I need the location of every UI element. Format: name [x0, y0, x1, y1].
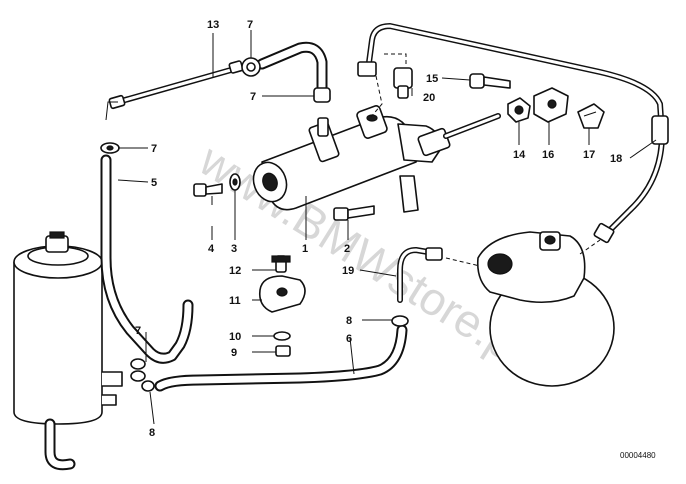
- callout-7b: 7: [250, 91, 256, 103]
- callout-20: 20: [423, 92, 435, 104]
- hose-clamp-top: [241, 57, 261, 77]
- hose-clamp-left: [100, 142, 120, 154]
- callout-12: 12: [229, 265, 241, 277]
- callout-8b: 8: [149, 427, 155, 439]
- callout-18: 18: [610, 153, 622, 165]
- hose-clamp-mid: [313, 87, 331, 103]
- callout-5: 5: [151, 177, 157, 189]
- bleed-valve-part-20: [384, 53, 413, 99]
- callout-8a: 8: [346, 315, 352, 327]
- callout-13: 13: [207, 19, 219, 31]
- clutch-slave-unit: [476, 231, 615, 387]
- callout-17: 17: [583, 149, 595, 161]
- hose-clamp-bottom: [130, 358, 146, 382]
- clutch-master-cylinder: [252, 105, 501, 213]
- hose-part-6: [154, 324, 408, 392]
- nut-part-14: [507, 97, 531, 123]
- callout-7d: 7: [135, 325, 141, 337]
- brake-line-part-13: [105, 60, 244, 121]
- reference-number: 00004480: [620, 451, 656, 460]
- bolt-part-15: [469, 73, 511, 89]
- brake-pipe-part-19: [397, 247, 481, 303]
- connector-part-16: [533, 87, 569, 123]
- leader-lines: [117, 30, 657, 425]
- callout-1: 1: [302, 243, 308, 255]
- callout-2: 2: [344, 243, 350, 255]
- hose-upper: [256, 41, 328, 98]
- callout-11: 11: [229, 295, 241, 307]
- clip-part-17: [577, 103, 605, 129]
- callout-19: 19: [342, 265, 354, 277]
- callout-labels: 13 7 7 7 5 4 3 1 2 12 11 10 9 7 8 8 6 19…: [135, 19, 622, 439]
- callout-7a: 7: [247, 19, 253, 31]
- hose-clamp-8: [141, 315, 409, 392]
- callout-7c: 7: [151, 143, 157, 155]
- callout-9: 9: [231, 347, 237, 359]
- hose-part-5: [100, 154, 194, 364]
- callout-14: 14: [513, 149, 526, 161]
- bolt-part-2: [333, 205, 375, 221]
- brake-pipe-part-18: [357, 23, 669, 244]
- callout-10: 10: [229, 331, 241, 343]
- callout-3: 3: [231, 243, 237, 255]
- fluid-reservoir: [13, 231, 123, 471]
- callout-16: 16: [542, 149, 554, 161]
- bracket-clamp-part-11: [258, 255, 306, 357]
- callout-6: 6: [346, 333, 352, 345]
- bolt-part-4: [193, 183, 223, 205]
- washer-part-3: [229, 173, 241, 191]
- callout-15: 15: [426, 73, 438, 85]
- callout-4: 4: [208, 243, 215, 255]
